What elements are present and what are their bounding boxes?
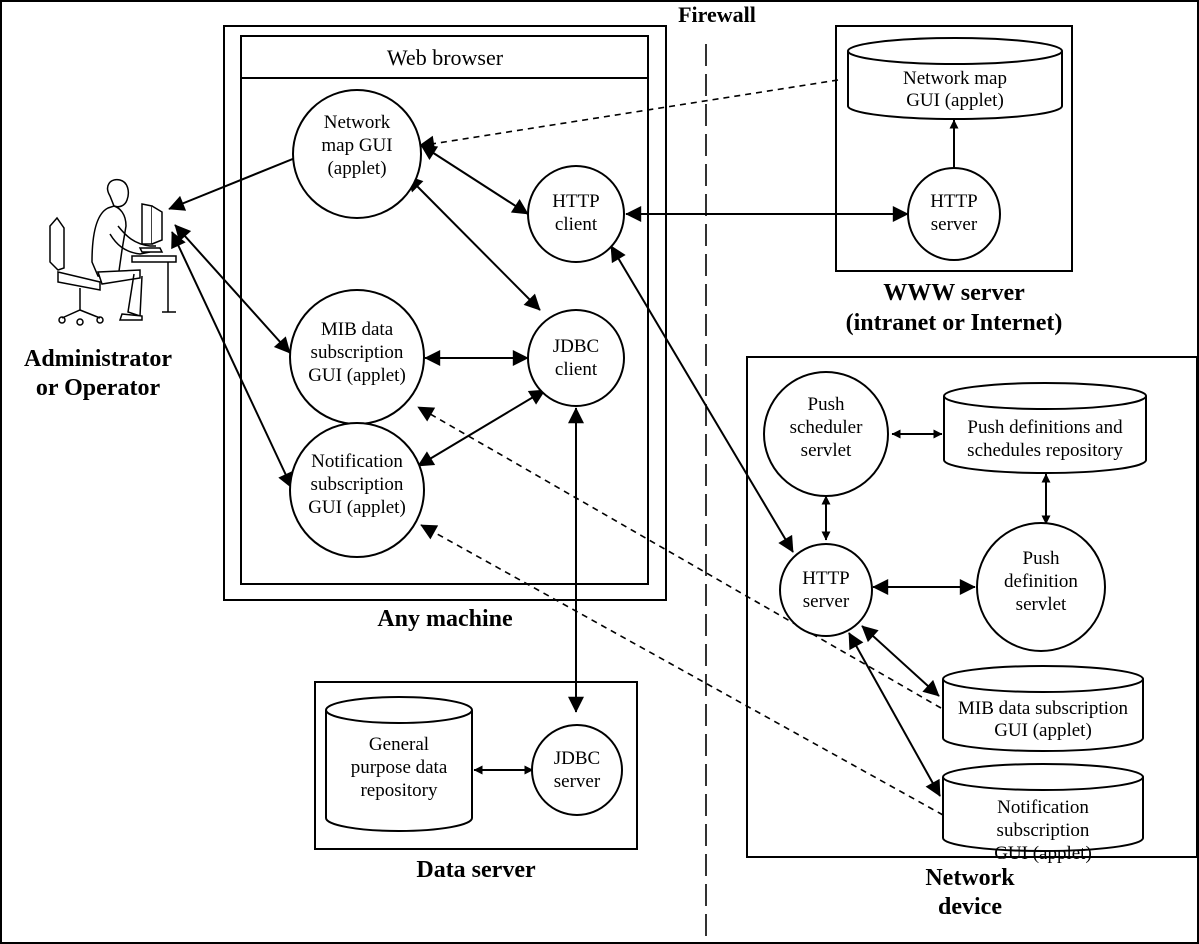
notification-gui-repository (942, 763, 1144, 852)
push-scheduler-line1: Push (808, 394, 845, 415)
mib-gui-line3: GUI (applet) (308, 365, 406, 386)
any-machine-label: Any machine (377, 606, 513, 632)
push-scheduler-line2: scheduler (790, 417, 863, 438)
administrator-figure-icon (49, 178, 177, 326)
www-repo-line1: Network map (903, 68, 1007, 89)
push-definitions-repository (943, 382, 1147, 474)
general-repo-line3: repository (360, 780, 438, 801)
link-networkmap-httpclient (420, 144, 529, 215)
mib-gui-line1: MIB data (321, 319, 394, 340)
jdbc-server-line1: JDBC (554, 748, 600, 769)
notification-gui-line2: subscription (311, 474, 404, 495)
notification-repo-line1: Notification (997, 797, 1089, 818)
notification-repo-line3: GUI (applet) (994, 843, 1092, 864)
general-repo-line1: General (369, 734, 429, 755)
device-http-server-line2: server (803, 591, 850, 612)
jdbc-server-node (531, 724, 623, 816)
network-device-box (746, 356, 1198, 858)
push-definition-line3: servlet (1016, 594, 1067, 615)
jdbc-client-line2: client (555, 359, 598, 380)
device-http-server-line1: HTTP (802, 568, 850, 589)
www-http-server-node (907, 167, 1001, 261)
data-server-box (314, 681, 638, 850)
network-map-gui-node (292, 89, 422, 219)
link-jdbcclient-notification (417, 389, 546, 467)
data-server-label: Data server (416, 857, 536, 883)
actor-label-line1: Administrator (24, 346, 172, 372)
push-scheduler-node (763, 371, 889, 497)
www-network-map-repository (847, 37, 1063, 120)
www-repo-line2: GUI (applet) (906, 90, 1004, 111)
push-defs-repo-line2: schedules repository (967, 440, 1123, 461)
http-client-line2: client (555, 214, 598, 235)
link-httpclient-devicehttpserver (610, 245, 794, 553)
mib-repo-line1: MIB data subscription (958, 698, 1128, 719)
http-client-line1: HTTP (552, 191, 600, 212)
link-networkmap-jdbcclient (406, 175, 541, 311)
www-http-server-line1: HTTP (930, 191, 978, 212)
www-http-server-line2: server (931, 214, 978, 235)
www-server-label-1: WWW server (883, 280, 1025, 306)
push-definition-line2: definition (1004, 571, 1078, 592)
general-repo-line2: purpose data (351, 757, 448, 778)
link-actor-notification-gui (171, 231, 293, 489)
push-definition-line1: Push (1023, 548, 1060, 569)
any-machine-box (223, 25, 667, 601)
network-device-label-1: Network (925, 865, 1015, 891)
link-actor-network-map (168, 150, 311, 211)
mib-gui-repository (942, 665, 1144, 752)
link-actor-mib-gui (174, 224, 291, 354)
dashed-download-network-map (418, 79, 839, 152)
actor-label-line2: or Operator (36, 375, 161, 401)
http-client-node (527, 165, 625, 263)
jdbc-client-line1: JDBC (553, 336, 599, 357)
mib-repo-line2: GUI (applet) (994, 720, 1092, 741)
general-purpose-repository (325, 696, 473, 832)
push-scheduler-line3: servlet (801, 440, 852, 461)
notification-gui-line1: Notification (311, 451, 403, 472)
link-httpserver-notificationrepo (848, 632, 941, 797)
notification-repo-line2: subscription (997, 820, 1090, 841)
push-definition-node (976, 522, 1106, 652)
device-http-server-node (779, 543, 873, 637)
jdbc-client-node (527, 309, 625, 407)
network-map-gui-line2: map GUI (321, 135, 392, 156)
notification-gui-node (289, 422, 425, 558)
jdbc-server-line2: server (554, 771, 601, 792)
network-map-gui-line1: Network (324, 112, 391, 133)
www-server-box (835, 25, 1073, 272)
network-map-gui-line3: (applet) (327, 158, 386, 179)
notification-gui-line3: GUI (applet) (308, 497, 406, 518)
www-server-label-2: (intranet or Internet) (846, 310, 1063, 336)
mib-gui-line2: subscription (311, 342, 404, 363)
push-defs-repo-line1: Push definitions and (967, 417, 1123, 438)
network-device-label-2: device (938, 894, 1002, 920)
firewall-label: Firewall (678, 2, 756, 27)
web-browser-label: Web browser (387, 45, 504, 70)
